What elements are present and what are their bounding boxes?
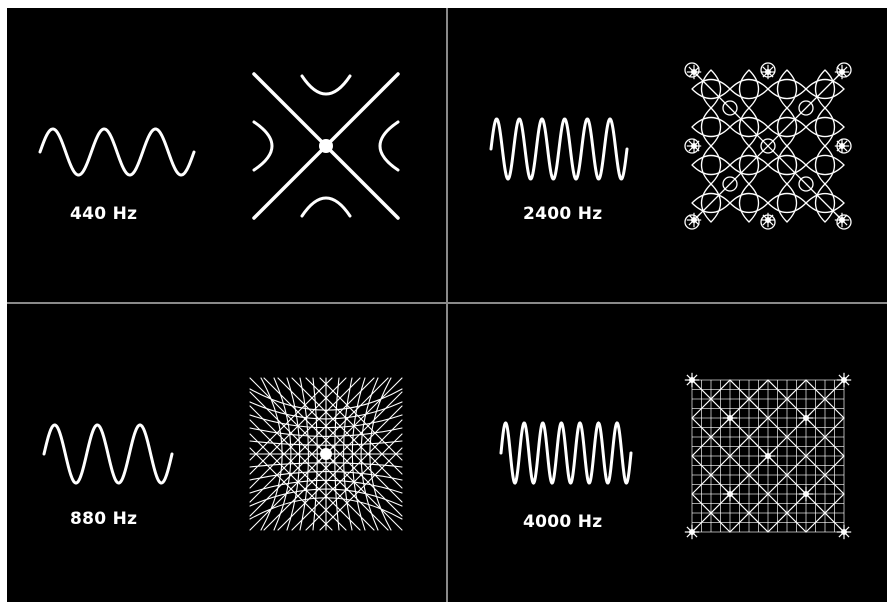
sine-wave-880hz — [41, 422, 175, 486]
figure-frame: 440 Hz 2400 Hz 880 Hz 4000 Hz — [7, 8, 887, 602]
nodal-petal — [768, 194, 806, 213]
chladni-pattern-880hz — [250, 378, 402, 530]
nodal-petal — [702, 108, 721, 146]
frequency-label-880hz: 880 Hz — [70, 509, 137, 529]
center-node — [319, 139, 333, 153]
chladni-pattern-440hz — [250, 70, 402, 222]
sine-wave-440hz — [37, 126, 197, 178]
panel-440hz: 440 Hz — [7, 8, 446, 302]
arc-bottom — [302, 198, 350, 216]
panel-2400hz: 2400 Hz — [448, 8, 887, 302]
sine-wave-line — [491, 119, 627, 179]
arc-top — [302, 76, 350, 94]
sine-wave-4000hz — [498, 420, 634, 486]
nodal-petal — [806, 156, 844, 175]
nodal-petal — [692, 118, 730, 137]
nodal-petal — [740, 70, 759, 108]
arc-left — [254, 122, 272, 170]
frequency-label-440hz: 440 Hz — [70, 204, 137, 224]
chladni-pattern-2400hz — [692, 70, 844, 222]
nodal-petal — [778, 184, 797, 222]
sine-wave-2400hz — [488, 116, 630, 182]
nodal-petal — [816, 108, 835, 146]
panel-4000hz: 4000 Hz — [448, 304, 887, 602]
nodal-petal — [692, 156, 730, 175]
panel-880hz: 880 Hz — [7, 304, 446, 602]
sine-wave-line — [40, 129, 194, 175]
sine-wave-line — [44, 425, 172, 483]
nodal-petal — [816, 146, 835, 184]
arc-right — [380, 122, 398, 170]
chladni-pattern-4000hz — [692, 380, 844, 532]
nodal-petal — [730, 80, 768, 99]
sine-wave-line — [501, 423, 631, 483]
nodal-petal — [730, 194, 768, 213]
nodal-petal — [778, 70, 797, 108]
nodal-petal — [768, 80, 806, 99]
nodal-petal — [702, 146, 721, 184]
nodal-petal — [740, 184, 759, 222]
nodal-petal — [806, 118, 844, 137]
frequency-label-4000hz: 4000 Hz — [523, 512, 602, 532]
frequency-label-2400hz: 2400 Hz — [523, 204, 602, 224]
